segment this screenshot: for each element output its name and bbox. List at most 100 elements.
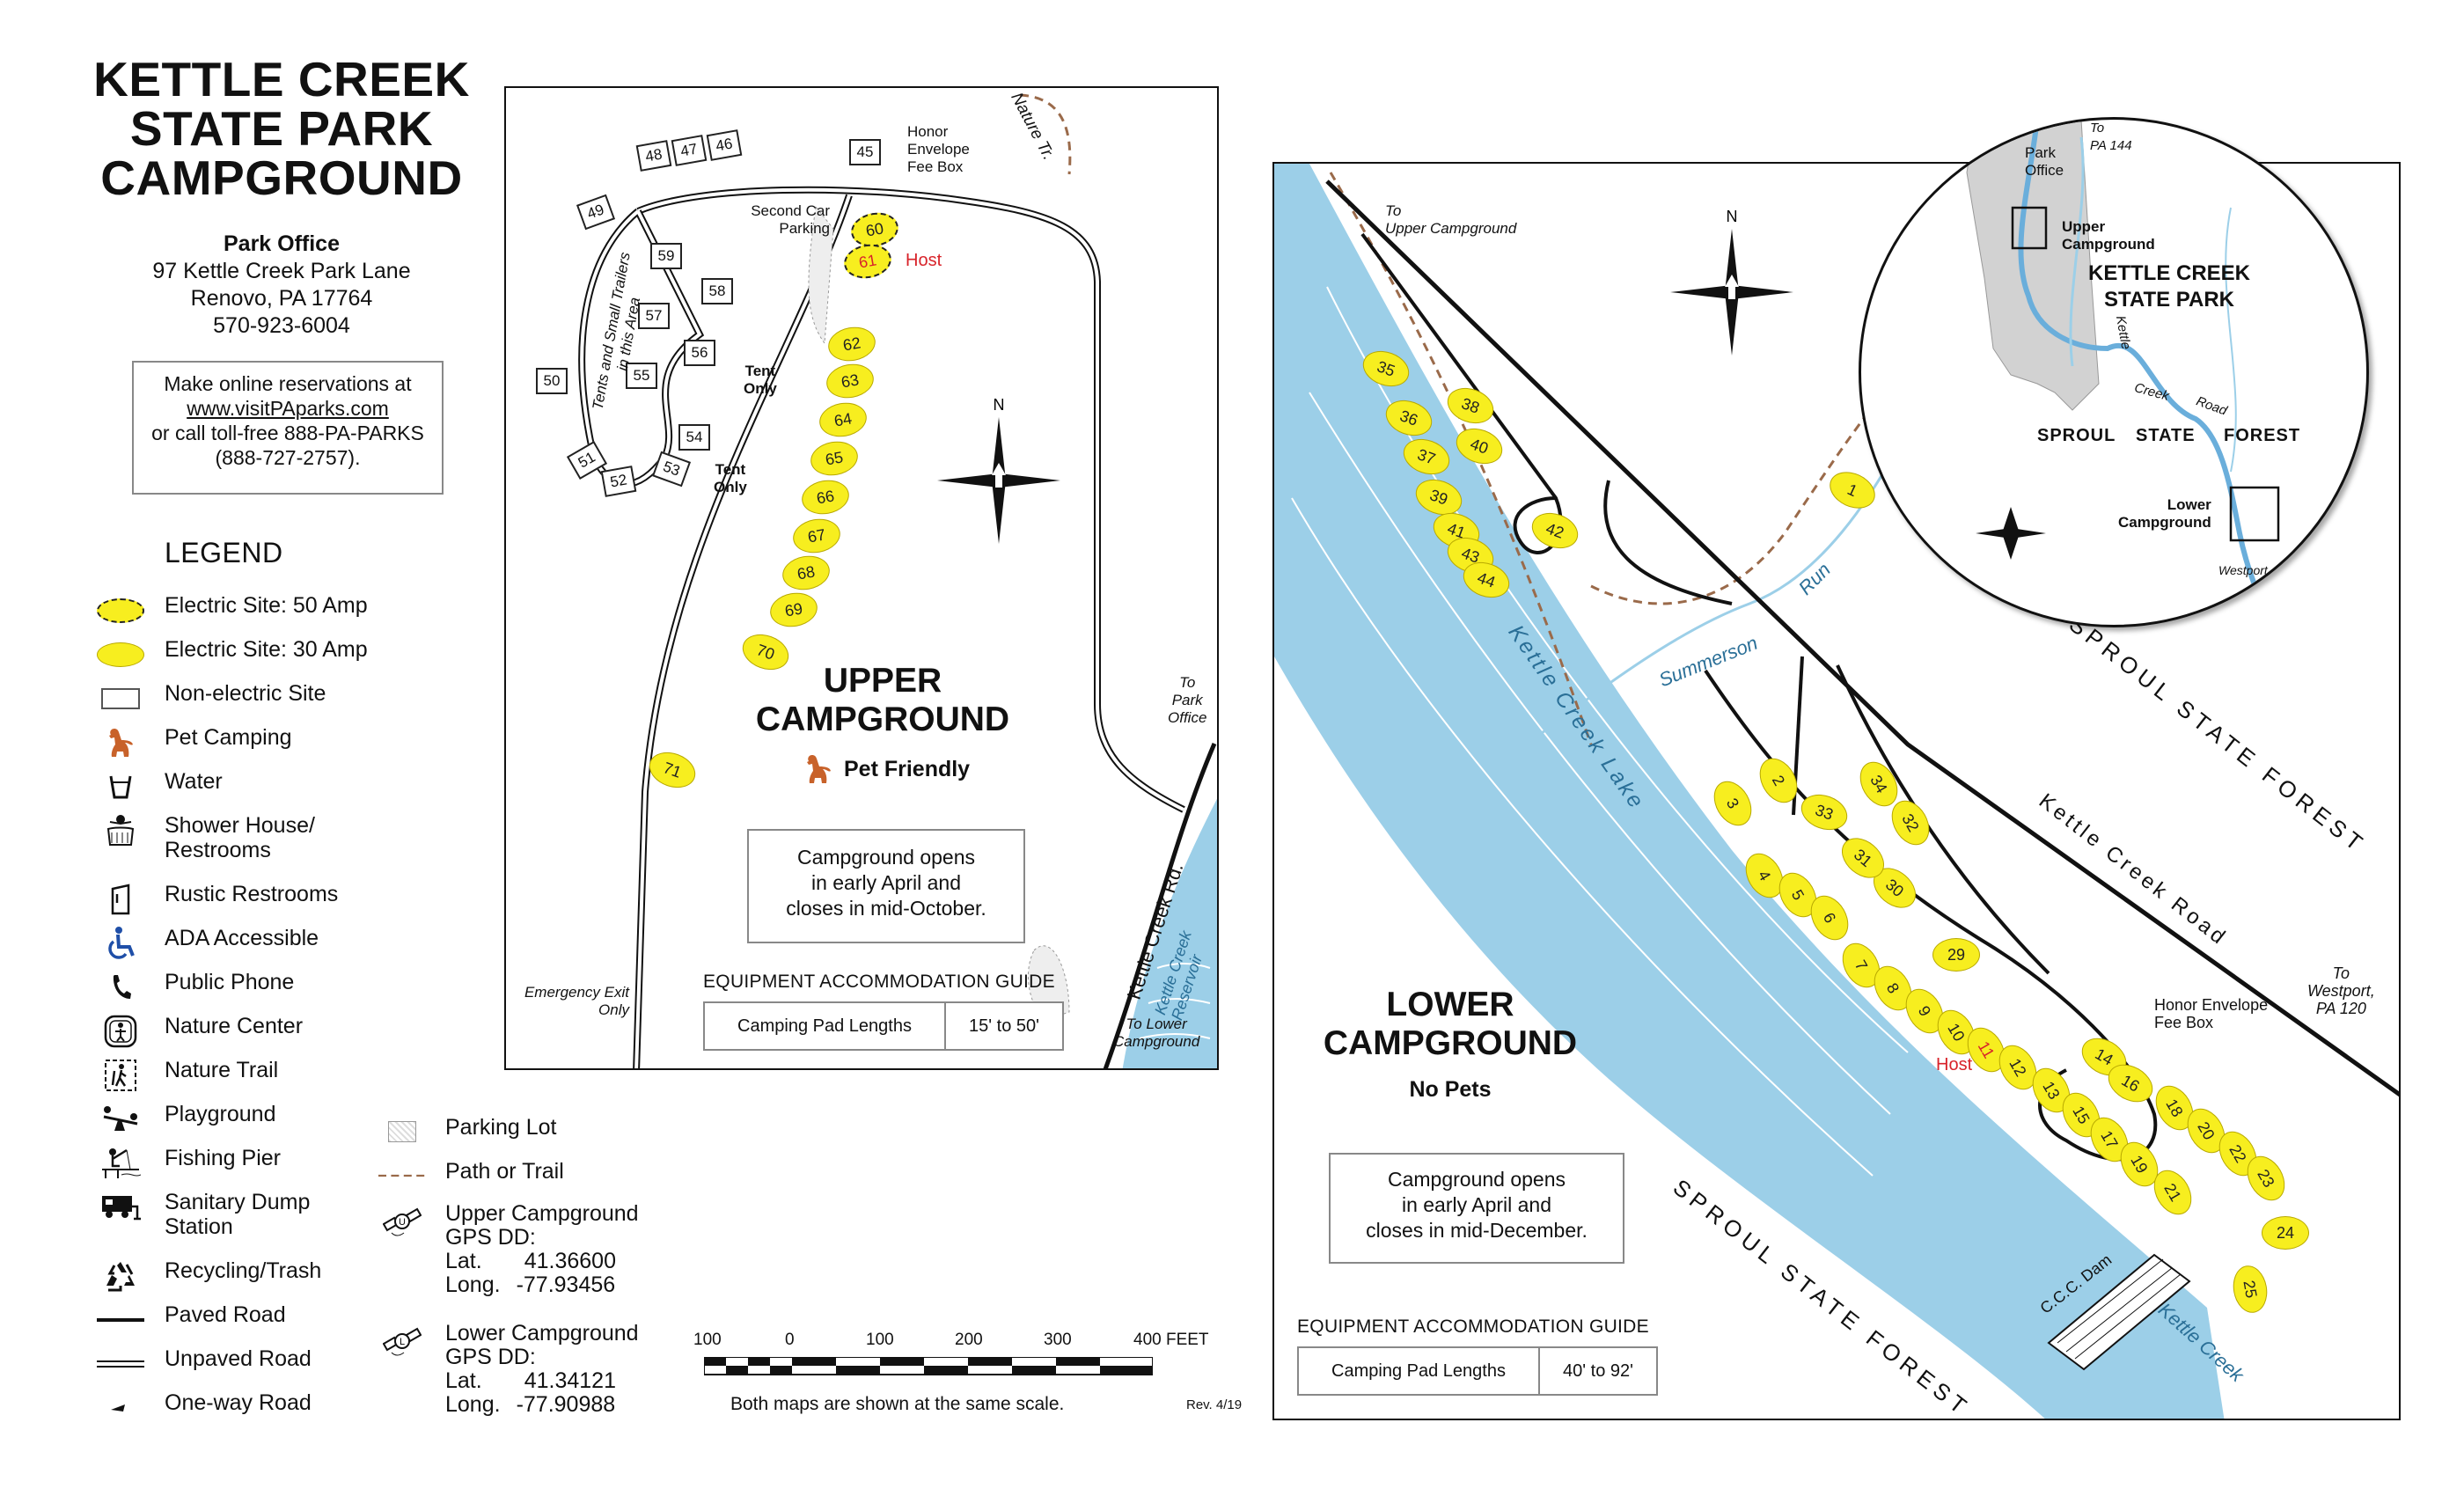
- inset-sproul: SPROUL: [2037, 426, 2116, 445]
- legend-nature-trail: Nature Trail: [97, 1058, 414, 1096]
- inset-forest: FOREST: [2224, 426, 2301, 445]
- title-line-2: STATE PARK: [129, 101, 434, 156]
- wheelchair-icon: [108, 927, 135, 959]
- legend-paved-road: Paved Road: [97, 1302, 414, 1341]
- site-46[interactable]: 46: [706, 129, 743, 161]
- legend-electric-30: Electric Site: 30 Amp: [97, 637, 414, 676]
- office-phone: 570-923-6004: [213, 313, 350, 338]
- site-45[interactable]: 45: [849, 139, 881, 165]
- recycle-icon: [106, 1262, 135, 1292]
- water-icon: [109, 775, 132, 799]
- lower-equip-title: EQUIPMENT ACCOMMODATION GUIDE: [1297, 1316, 1649, 1337]
- hiker-icon: [105, 1060, 136, 1091]
- site-58[interactable]: 58: [701, 278, 733, 304]
- legend-non-electric: Non-electric Site: [97, 681, 414, 720]
- nature-center-icon: [104, 1015, 137, 1048]
- legend-rustic-restroom: Rustic Restrooms: [97, 882, 414, 920]
- reservations-link[interactable]: www.visitPAparks.com: [187, 397, 389, 420]
- svg-text:N: N: [1727, 208, 1738, 225]
- inset-state: STATE: [2136, 426, 2196, 445]
- gps-satellite-icon: L: [383, 1327, 422, 1356]
- dog-icon: [109, 729, 133, 757]
- title-line-1: KETTLE CREEK: [93, 52, 470, 106]
- reservations-line-4: (888-727-2757).: [215, 446, 361, 469]
- seesaw-icon: [103, 1106, 138, 1131]
- site-54[interactable]: 54: [678, 424, 710, 451]
- legend-unpaved-road: Unpaved Road: [97, 1346, 414, 1385]
- phone-icon: [113, 975, 131, 999]
- legend-parking-lot: Parking Lot: [378, 1116, 713, 1148]
- dump-station-icon: [102, 1196, 141, 1221]
- parking-lot-icon: [388, 1121, 416, 1142]
- electric-50-icon: [97, 598, 144, 623]
- revision-date: Rev. 4/19: [1186, 1397, 1243, 1412]
- svg-text:N: N: [994, 396, 1005, 414]
- site-48[interactable]: 48: [635, 140, 672, 172]
- legend-title: LEGEND: [165, 537, 283, 568]
- legend-electric-50: Electric Site: 50 Amp: [97, 593, 414, 632]
- reservations-box: Make online reservations at www.visitPAp…: [132, 361, 444, 495]
- site-56[interactable]: 56: [684, 340, 715, 366]
- site-57[interactable]: 57: [638, 303, 670, 329]
- park-office-info: Park Office 97 Kettle Creek Park Lane Re…: [0, 231, 563, 340]
- legend-phone: Public Phone: [97, 970, 414, 1008]
- legend-shower: Shower House/Restrooms: [97, 813, 414, 864]
- site-59[interactable]: 59: [650, 243, 682, 269]
- legend-fishing: Fishing Pier: [97, 1146, 414, 1184]
- title-line-3: CAMPGROUND: [100, 150, 463, 205]
- legend-pet: Pet Camping: [97, 725, 414, 764]
- legend-nature-center: Nature Center: [97, 1014, 414, 1052]
- upper-compass-icon: N: [937, 396, 1060, 544]
- site-50[interactable]: 50: [536, 368, 568, 394]
- legend-trail: Path or Trail: [378, 1160, 713, 1192]
- site-24[interactable]: 24: [2262, 1216, 2309, 1250]
- lower-compass-icon: N: [1670, 208, 1793, 356]
- lower-host-label: Host: [1936, 1055, 1973, 1074]
- site-52[interactable]: 52: [600, 466, 637, 497]
- site-55[interactable]: 55: [626, 363, 657, 389]
- site-47[interactable]: 47: [671, 135, 708, 166]
- scale-bar: 100 0 100 200 300 400 FEET Both maps are…: [693, 1331, 1209, 1414]
- fishing-icon: [102, 1148, 141, 1178]
- site-29[interactable]: 29: [1932, 938, 1980, 972]
- paved-road-icon: [97, 1318, 144, 1322]
- office-heading: Park Office: [223, 231, 340, 256]
- office-address-2: Renovo, PA 17764: [190, 286, 373, 311]
- reservations-line-1: Make online reservations at: [164, 372, 412, 395]
- upper-pet-friendly: Pet Friendly: [803, 753, 970, 785]
- reservations-line-3: or call toll-free 888-PA-PARKS: [151, 422, 424, 444]
- legend-gps-lower: L Lower Campground GPS DD: Lat.41.34121 …: [378, 1322, 713, 1419]
- non-electric-icon: [101, 688, 140, 709]
- trail-icon: [378, 1174, 426, 1177]
- legend-playground: Playground: [97, 1102, 414, 1140]
- lower-no-pets: No Pets: [1409, 1077, 1492, 1102]
- svg-text:U: U: [399, 1217, 406, 1228]
- legend-water: Water: [97, 769, 414, 808]
- upper-equip-table: Camping Pad Lengths 15' to 50': [703, 1001, 1064, 1051]
- one-way-icon: [111, 1404, 125, 1412]
- upper-equip-title: EQUIPMENT ACCOMMODATION GUIDE: [703, 972, 1055, 992]
- inset-terrain: [1966, 120, 2280, 625]
- electric-30-icon: [97, 642, 144, 667]
- shower-icon: [106, 815, 135, 846]
